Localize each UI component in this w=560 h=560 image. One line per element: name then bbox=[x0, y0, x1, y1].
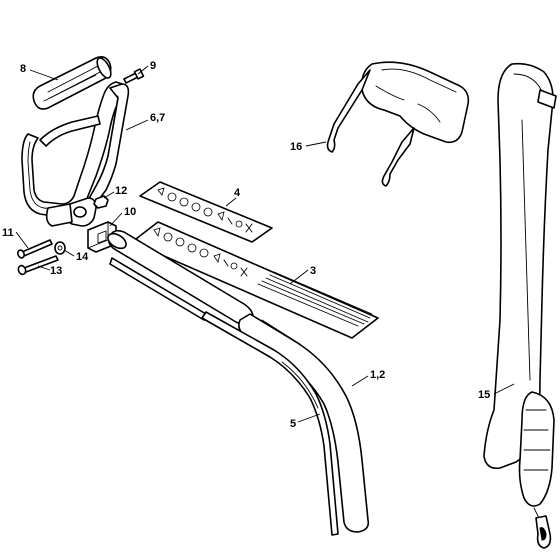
callout-5: 5 bbox=[290, 418, 296, 430]
callout-11: 11 bbox=[2, 227, 14, 239]
callout-3: 3 bbox=[310, 265, 316, 277]
callout-14: 14 bbox=[76, 251, 89, 263]
callout-12: 12 bbox=[115, 185, 127, 197]
part-5-foam-tube[interactable] bbox=[105, 229, 370, 533]
part-8-grip[interactable] bbox=[32, 56, 113, 110]
part-14-washer[interactable] bbox=[54, 241, 66, 255]
part-9-screw[interactable] bbox=[123, 68, 145, 84]
callout-labels: 8 9 6,7 16 4 12 10 11 14 13 3 1,2 5 15 bbox=[2, 60, 490, 430]
callout-15: 15 bbox=[478, 389, 490, 401]
part-4-decal[interactable] bbox=[139, 181, 273, 243]
part-15-harness-strap[interactable] bbox=[483, 62, 557, 549]
part-12-nut[interactable] bbox=[93, 195, 109, 209]
callout-8: 8 bbox=[20, 63, 26, 75]
callout-9: 9 bbox=[150, 60, 156, 72]
part-1-2-shaft[interactable] bbox=[109, 257, 339, 536]
callout-4: 4 bbox=[234, 187, 241, 199]
part-13-bolt[interactable] bbox=[17, 255, 59, 276]
part-3-decal[interactable] bbox=[131, 221, 379, 339]
part-16-safety-glasses[interactable] bbox=[326, 61, 470, 187]
part-11-bolt[interactable] bbox=[17, 239, 53, 259]
part-handle-clamp[interactable] bbox=[45, 197, 97, 227]
callout-13: 13 bbox=[50, 265, 62, 277]
callout-16: 16 bbox=[290, 141, 302, 153]
leader-lines bbox=[15, 65, 515, 423]
callout-10: 10 bbox=[124, 206, 136, 218]
callout-1-2: 1,2 bbox=[370, 369, 385, 381]
callout-6-7: 6,7 bbox=[150, 112, 165, 124]
